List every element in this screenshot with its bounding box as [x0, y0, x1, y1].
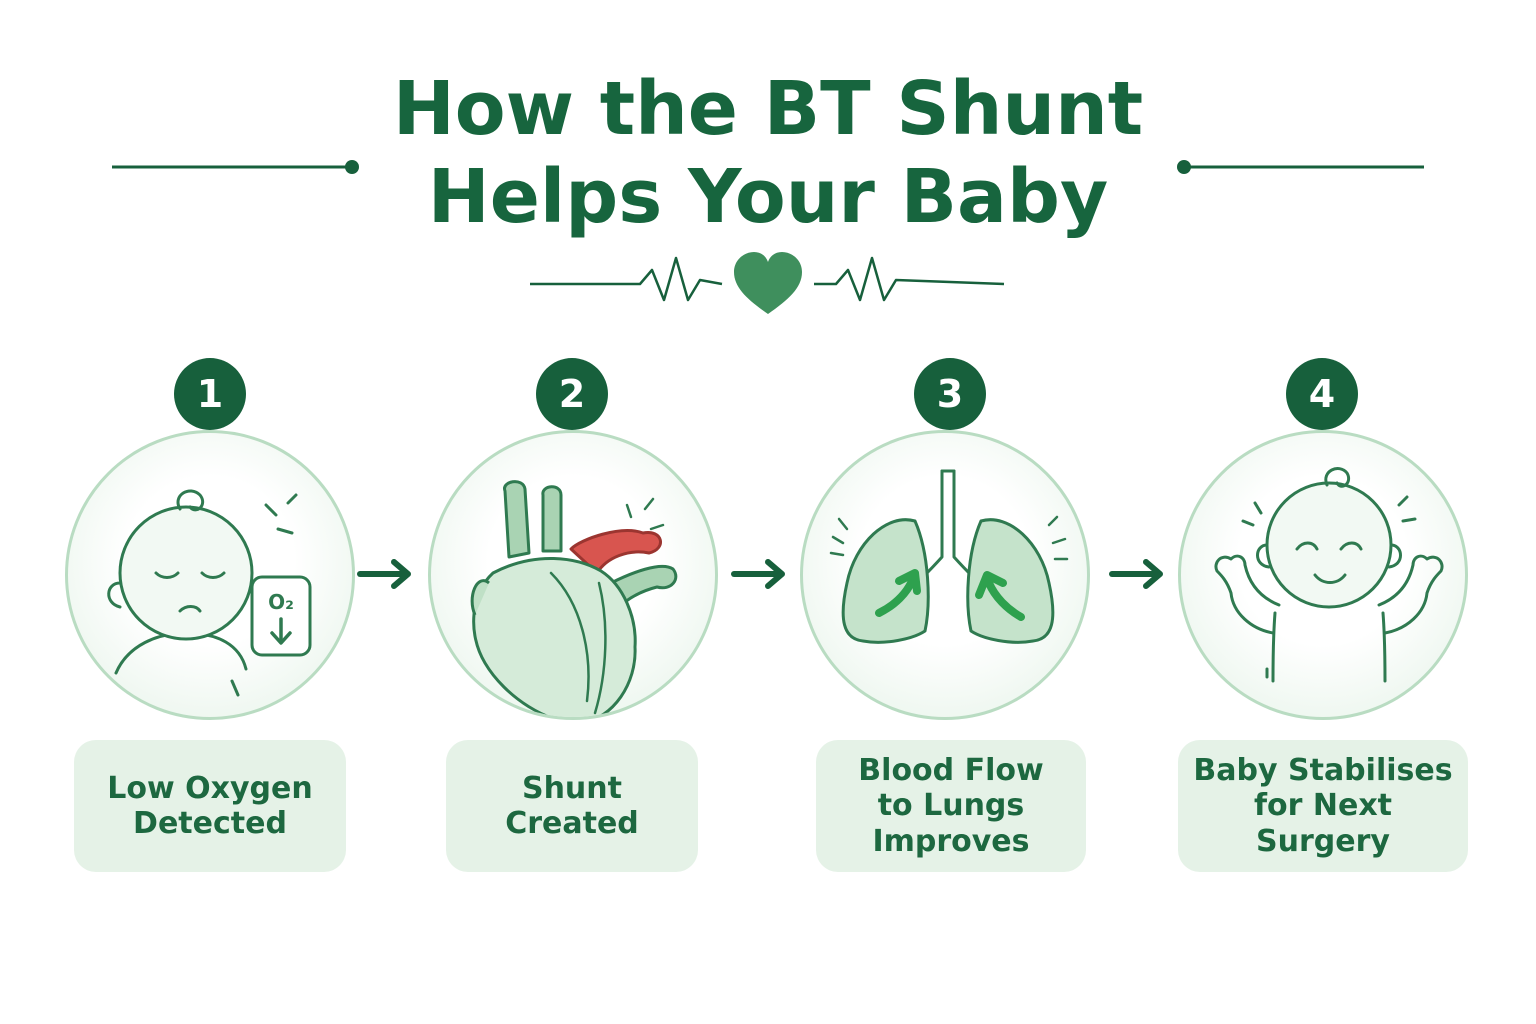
step-2-illustration	[428, 430, 718, 720]
step-1-number: 1	[174, 358, 246, 430]
page-title-line-1: How the BT Shunt	[392, 66, 1144, 152]
title-decoration	[112, 160, 1424, 314]
right-divider-line	[1177, 160, 1424, 174]
step-3-label-box: Blood Flow to Lungs Improves	[816, 740, 1086, 872]
step-1-illustration: O₂	[65, 430, 355, 720]
arrow-right-icon	[357, 559, 411, 589]
heart-icon	[734, 252, 802, 314]
step-2-label-box: Shunt Created	[446, 740, 698, 872]
step-4-label-box: Baby Stabilises for Next Surgery	[1178, 740, 1468, 872]
page-title-line-2: Helps Your Baby	[427, 154, 1109, 240]
step-4-number: 4	[1286, 358, 1358, 430]
step-2-number: 2	[536, 358, 608, 430]
heart-with-shunt-icon	[470, 480, 678, 717]
arrow-right-icon	[731, 559, 785, 589]
step-1-label: Low Oxygen Detected	[107, 770, 313, 841]
happy-baby-icon	[1214, 467, 1444, 683]
lungs-icon	[829, 469, 1069, 644]
step-2-label: Shunt Created	[505, 770, 639, 841]
step-4-label: Baby Stabilises for Next Surgery	[1193, 752, 1453, 859]
arrow-down-icon	[270, 617, 292, 645]
sleepy-baby-icon: O₂	[107, 489, 312, 697]
step-3-number: 3	[914, 358, 986, 430]
arrow-right-icon	[1109, 559, 1163, 589]
step-4-illustration	[1178, 430, 1468, 720]
heartbeat-line	[530, 256, 1005, 302]
oxygen-label: O₂	[268, 590, 294, 614]
step-3-illustration	[800, 430, 1090, 720]
step-3-label: Blood Flow to Lungs Improves	[858, 752, 1044, 859]
left-divider-line	[112, 160, 359, 174]
step-1-label-box: Low Oxygen Detected	[74, 740, 346, 872]
